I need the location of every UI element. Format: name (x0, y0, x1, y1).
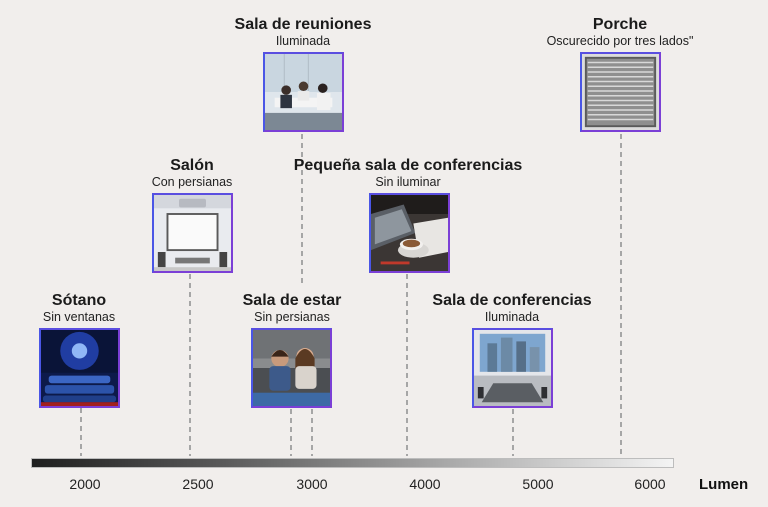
room-subtitle: Con persianas (151, 175, 233, 189)
tick-label-6000: 6000 (634, 476, 666, 492)
room-title: Pequeña sala de conferencias (293, 157, 523, 174)
room-subtitle: Sin iluminar (375, 175, 441, 189)
room-title: Sala de conferencias (432, 292, 592, 309)
lumen-gradient-bar (31, 458, 674, 468)
room-title: Sala de reuniones (234, 16, 372, 33)
room-label-sala-reuniones: Sala de reuniones Iluminada (235, 15, 372, 49)
coffee-laptop-photo (369, 193, 450, 273)
room-label-sala-estar: Sala de estar Sin persianas (243, 291, 342, 325)
room-title: Salón (170, 157, 214, 174)
tick-label-5000: 5000 (522, 476, 554, 492)
shutter-porch-photo (580, 52, 661, 132)
room-label-sala-conferencias: Sala de conferencias Iluminada (432, 291, 591, 325)
couple-on-sofa-photo (251, 328, 332, 408)
room-label-porche: Porche Oscurecido por tres lados" (547, 15, 694, 49)
tick-label-2500: 2500 (182, 476, 214, 492)
room-subtitle: Iluminada (275, 34, 331, 48)
room-label-pequena-sala: Pequeña sala de conferencias Sin ilumina… (294, 156, 523, 190)
home-theater-photo (39, 328, 120, 408)
projector-room-photo (152, 193, 233, 273)
tick-label-4000: 4000 (409, 476, 441, 492)
room-subtitle: Sin ventanas (42, 310, 116, 324)
room-subtitle: Iluminada (484, 310, 540, 324)
room-subtitle: Oscurecido por tres lados" (546, 34, 694, 48)
room-subtitle: Sin persianas (254, 310, 330, 324)
room-label-sotano: Sótano Sin ventanas (43, 291, 115, 325)
unit-label: Lumen (699, 476, 749, 493)
room-title: Sala de estar (242, 292, 342, 309)
room-title: Sótano (51, 292, 107, 309)
meeting-room-photo (263, 52, 344, 132)
conference-hall-photo (472, 328, 553, 408)
room-label-salon: Salón Con persianas (152, 156, 233, 190)
room-title: Porche (592, 16, 648, 33)
tick-label-2000: 2000 (69, 476, 101, 492)
tick-label-3000: 3000 (296, 476, 328, 492)
